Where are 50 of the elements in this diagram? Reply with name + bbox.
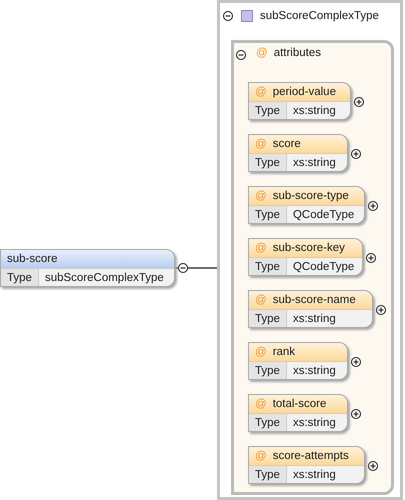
type-value: QCodeType — [286, 206, 364, 223]
attribute-name: sub-score-type — [272, 190, 349, 202]
complex-type-panel — [217, 0, 403, 500]
attribute-card — [248, 186, 365, 224]
attribute-card — [248, 290, 373, 328]
attribute-name: rank — [272, 346, 296, 358]
type-value: QCodeType — [286, 258, 362, 275]
attribute-name: sub-score-key — [272, 242, 345, 254]
attribute-card — [248, 394, 348, 432]
attribute-symbol: @ — [255, 346, 267, 358]
type-label: Type — [249, 206, 287, 223]
attribute-symbol: @ — [255, 190, 267, 202]
attribute-card — [248, 446, 365, 484]
type-label: Type — [249, 362, 287, 379]
type-label: Type — [249, 414, 287, 431]
attribute-card — [248, 82, 351, 120]
type-value: xs:string — [286, 362, 347, 379]
attribute-name: total-score — [272, 398, 326, 410]
type-value: xs:string — [286, 154, 347, 171]
type-value: xs:string — [286, 102, 350, 119]
attribute-symbol: @ — [255, 138, 267, 150]
type-label: Type — [249, 258, 287, 275]
group-name: attributes — [274, 47, 321, 59]
type-label: Type — [249, 154, 287, 171]
attribute-card — [248, 238, 363, 276]
attribute-name: period-value — [272, 86, 336, 98]
type-value: xs:string — [286, 310, 372, 327]
type-label: Type — [1, 269, 39, 286]
type-label: Type — [249, 310, 287, 327]
attribute-symbol: @ — [255, 398, 267, 410]
type-value: subScoreComplexType — [38, 269, 174, 286]
connector-line — [175, 267, 217, 269]
element-name: sub-score — [7, 253, 58, 265]
attribute-symbol: @ — [255, 242, 267, 254]
attribute-card — [248, 134, 348, 172]
attribute-name: score-attempts — [272, 450, 349, 462]
attribute-symbol: @ — [255, 294, 267, 306]
attribute-group-panel — [231, 40, 394, 495]
attribute-name: score — [272, 138, 301, 150]
type-value: xs:string — [286, 414, 347, 431]
type-value: xs:string — [286, 466, 364, 483]
attribute-name: sub-score-name — [272, 294, 356, 306]
attribute-symbol: @ — [255, 450, 267, 462]
type-label: Type — [249, 102, 287, 119]
type-label: Type — [249, 466, 287, 483]
complex-type-name: subScoreComplexType — [260, 10, 379, 22]
element-card — [0, 249, 175, 287]
attribute-symbol: @ — [256, 47, 268, 59]
attribute-symbol: @ — [255, 86, 267, 98]
attribute-card — [248, 342, 348, 380]
